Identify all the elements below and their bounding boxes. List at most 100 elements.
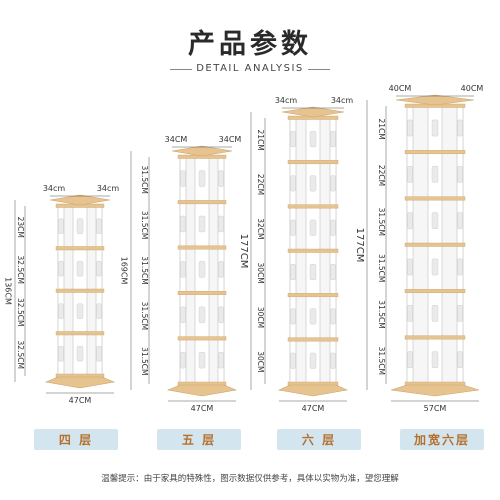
top-board bbox=[395, 94, 475, 106]
cutout-window bbox=[218, 170, 224, 187]
cutout-window bbox=[407, 165, 413, 183]
rotating-base bbox=[277, 384, 349, 397]
base-width-label: 47CM bbox=[69, 396, 92, 405]
shelf-height-label: 30CM bbox=[256, 351, 265, 372]
shelf-unit-3 bbox=[250, 106, 349, 402]
cutout-window bbox=[431, 304, 439, 322]
total-height-label: 177CM bbox=[238, 234, 249, 269]
shelf-board bbox=[287, 160, 339, 165]
shelf-board bbox=[287, 293, 339, 298]
shelf-height-label: 30CM bbox=[256, 307, 265, 328]
cutout-window bbox=[407, 258, 413, 276]
subtitle-left-rule bbox=[170, 69, 192, 70]
top-board bbox=[49, 194, 111, 206]
cutout-window bbox=[431, 212, 439, 230]
cutout-window bbox=[330, 219, 336, 236]
total-height-label: 169CM bbox=[120, 257, 129, 285]
cutout-window bbox=[218, 261, 224, 278]
shelf-height-label: 32.5CM bbox=[16, 256, 25, 284]
rotating-base bbox=[166, 384, 238, 397]
cutout-window bbox=[407, 119, 413, 137]
shelf-height-label: 22CM bbox=[377, 165, 386, 186]
cutout-window bbox=[290, 131, 296, 148]
shelf-height-label: 31.5CM bbox=[377, 347, 386, 375]
cutout-window bbox=[330, 308, 336, 325]
cutout-window bbox=[96, 346, 102, 362]
cutout-window bbox=[96, 261, 102, 277]
shelf-board bbox=[404, 289, 466, 294]
base-width-label: 57CM bbox=[424, 404, 447, 413]
rotating-base bbox=[44, 376, 116, 389]
cutout-window bbox=[218, 306, 224, 323]
top-depth-label: 40CM bbox=[389, 84, 412, 93]
cutout-window bbox=[290, 219, 296, 236]
option-button-6-tier[interactable]: 六 层 bbox=[277, 429, 361, 450]
cutout-window bbox=[330, 175, 336, 192]
base-width-label: 47CM bbox=[191, 404, 214, 413]
cutout-window bbox=[218, 215, 224, 233]
cutout-window bbox=[198, 215, 206, 233]
footnote: 温馨提示：由于家具的特殊性，图示数据仅供参考，具体以实物为准，望您理解 bbox=[101, 474, 399, 484]
shelf-board bbox=[287, 337, 339, 342]
shelf-height-label: 32.5CM bbox=[16, 298, 25, 326]
shelf-board bbox=[55, 288, 105, 293]
shelf-height-label: 31.5CM bbox=[377, 254, 386, 282]
shelf-board bbox=[177, 336, 227, 341]
shelf-board bbox=[177, 245, 227, 250]
option-button-5-tier[interactable]: 五 层 bbox=[157, 429, 241, 450]
cutout-window bbox=[76, 346, 84, 362]
top-width-label: 40CM bbox=[461, 84, 484, 93]
top-depth-label: 34cm bbox=[43, 184, 66, 193]
cutout-window bbox=[457, 212, 463, 230]
rotating-base bbox=[390, 384, 480, 397]
cutout-window bbox=[96, 303, 102, 319]
cutout-window bbox=[290, 352, 296, 369]
shelf-board bbox=[55, 246, 105, 251]
shelf-height-label: 31.5CM bbox=[377, 208, 386, 236]
shelf-height-label: 23CM bbox=[16, 217, 25, 238]
shelf-board bbox=[55, 331, 105, 336]
option-button-wide-6-tier[interactable]: 加宽六层 bbox=[400, 429, 484, 450]
cutout-window bbox=[198, 261, 206, 278]
shelf-unit-4 bbox=[366, 94, 480, 402]
top-depth-label: 34cm bbox=[275, 96, 298, 105]
top-board bbox=[281, 106, 345, 118]
page-title: 产品参数 bbox=[188, 29, 312, 60]
cutout-window bbox=[431, 119, 439, 137]
cutout-window bbox=[180, 306, 186, 323]
cutout-window bbox=[58, 218, 64, 234]
cutout-window bbox=[290, 175, 296, 192]
cutout-window bbox=[58, 346, 64, 362]
cutout-window bbox=[457, 351, 463, 369]
subtitle-right-rule bbox=[308, 69, 330, 70]
cutout-window bbox=[330, 264, 336, 281]
top-board bbox=[171, 145, 233, 157]
top-depth-label: 34CM bbox=[165, 135, 188, 144]
top-width-label: 34cm bbox=[97, 184, 120, 193]
cutout-window bbox=[457, 119, 463, 137]
shelf-height-label: 30CM bbox=[256, 263, 265, 284]
cutout-window bbox=[309, 219, 317, 236]
top-width-label: 34CM bbox=[219, 135, 242, 144]
shelf-board bbox=[404, 242, 466, 247]
shelf-board bbox=[177, 200, 227, 205]
cutout-window bbox=[290, 264, 296, 281]
shelf-height-label: 31.5CM bbox=[140, 347, 149, 375]
cutout-window bbox=[198, 351, 206, 369]
shelf-board bbox=[287, 248, 339, 253]
cutout-window bbox=[180, 215, 186, 233]
shelf-height-label: 22CM bbox=[256, 174, 265, 195]
cutout-window bbox=[309, 131, 317, 148]
shelf-height-label: 31.5CM bbox=[377, 300, 386, 328]
option-button-4-tier[interactable]: 四 层 bbox=[34, 429, 118, 450]
base-width-label: 47CM bbox=[302, 404, 325, 413]
shelf-height-label: 21CM bbox=[377, 119, 386, 140]
cutout-window bbox=[96, 218, 102, 234]
cutout-window bbox=[457, 304, 463, 322]
cutout-window bbox=[309, 352, 317, 369]
shelf-height-label: 32.5CM bbox=[16, 341, 25, 369]
cutout-window bbox=[58, 261, 64, 277]
shelf-height-label: 21CM bbox=[256, 130, 265, 151]
cutout-window bbox=[407, 351, 413, 369]
